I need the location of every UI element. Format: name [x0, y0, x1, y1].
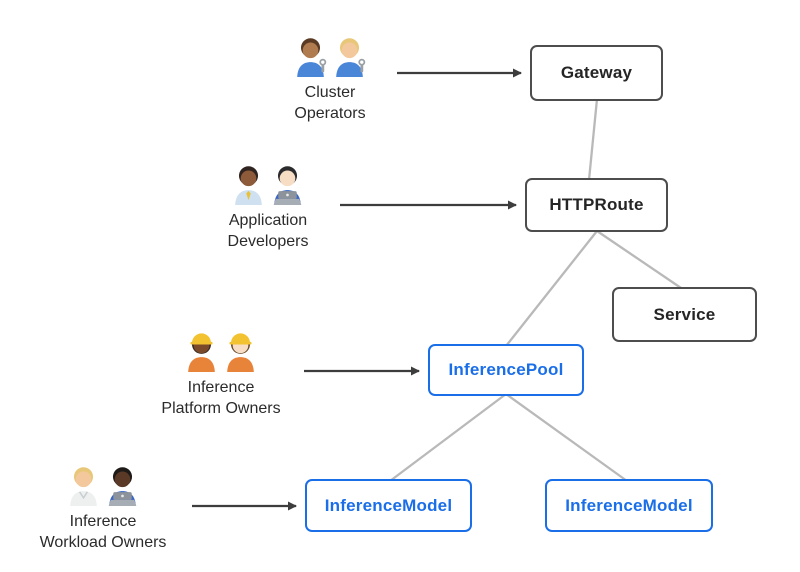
edge-inferencepool-inferencemodel-right [505, 393, 628, 482]
node-label: Service [653, 304, 716, 324]
health-worker-icon [70, 467, 97, 506]
edge-inferencepool-inferencemodel-left [389, 393, 507, 482]
persona-label-line: Inference [187, 379, 255, 396]
woman-construction-worker-icon [188, 333, 215, 372]
node-inferencepool: InferencePool [428, 344, 584, 396]
persona-application-developers: Application Developers [188, 164, 348, 252]
persona-label-line: Platform Owners [161, 400, 281, 417]
man-technologist-icon [108, 467, 137, 506]
persona-inference-workload-owners: Inference Workload Owners [13, 465, 193, 553]
persona-label-line: Workload Owners [39, 534, 167, 551]
persona-label-line: Operators [294, 105, 366, 122]
node-label: InferenceModel [324, 495, 453, 515]
node-service: Service [612, 287, 757, 342]
edge-gateway-httproute [587, 98, 599, 181]
woman-technologist-icon [273, 166, 302, 205]
persona-cluster-operators: Cluster Operators [250, 36, 410, 124]
node-label: Gateway [560, 63, 633, 82]
node-gateway: Gateway [530, 45, 663, 101]
node-label: InferencePool [448, 360, 564, 379]
node-httproute: HTTPRoute [525, 178, 668, 232]
woman-mechanic-icon [336, 38, 366, 77]
man-construction-worker-icon [227, 333, 254, 372]
node-label: HTTPRoute [549, 195, 644, 214]
node-inferencemodel-left: InferenceModel [305, 479, 472, 532]
node-label: InferenceModel [565, 495, 693, 515]
man-office-worker-icon [235, 166, 262, 205]
persona-label-line: Application [228, 212, 308, 229]
persona-label-line: Cluster [304, 84, 356, 101]
persona-inference-platform-owners: Inference Platform Owners [131, 331, 311, 419]
persona-label-line: Developers [227, 233, 309, 250]
cluster-operators-icons [293, 36, 367, 77]
application-developers-icons [231, 164, 305, 205]
node-inferencemodel-right: InferenceModel [545, 479, 713, 532]
inference-workload-owners-icons [66, 465, 140, 506]
man-mechanic-icon [297, 38, 327, 77]
edge-httproute-inferencepool [505, 230, 598, 347]
inference-platform-owners-icons [184, 331, 258, 372]
edge-httproute-service [596, 230, 685, 291]
persona-label-line: Inference [69, 513, 137, 530]
